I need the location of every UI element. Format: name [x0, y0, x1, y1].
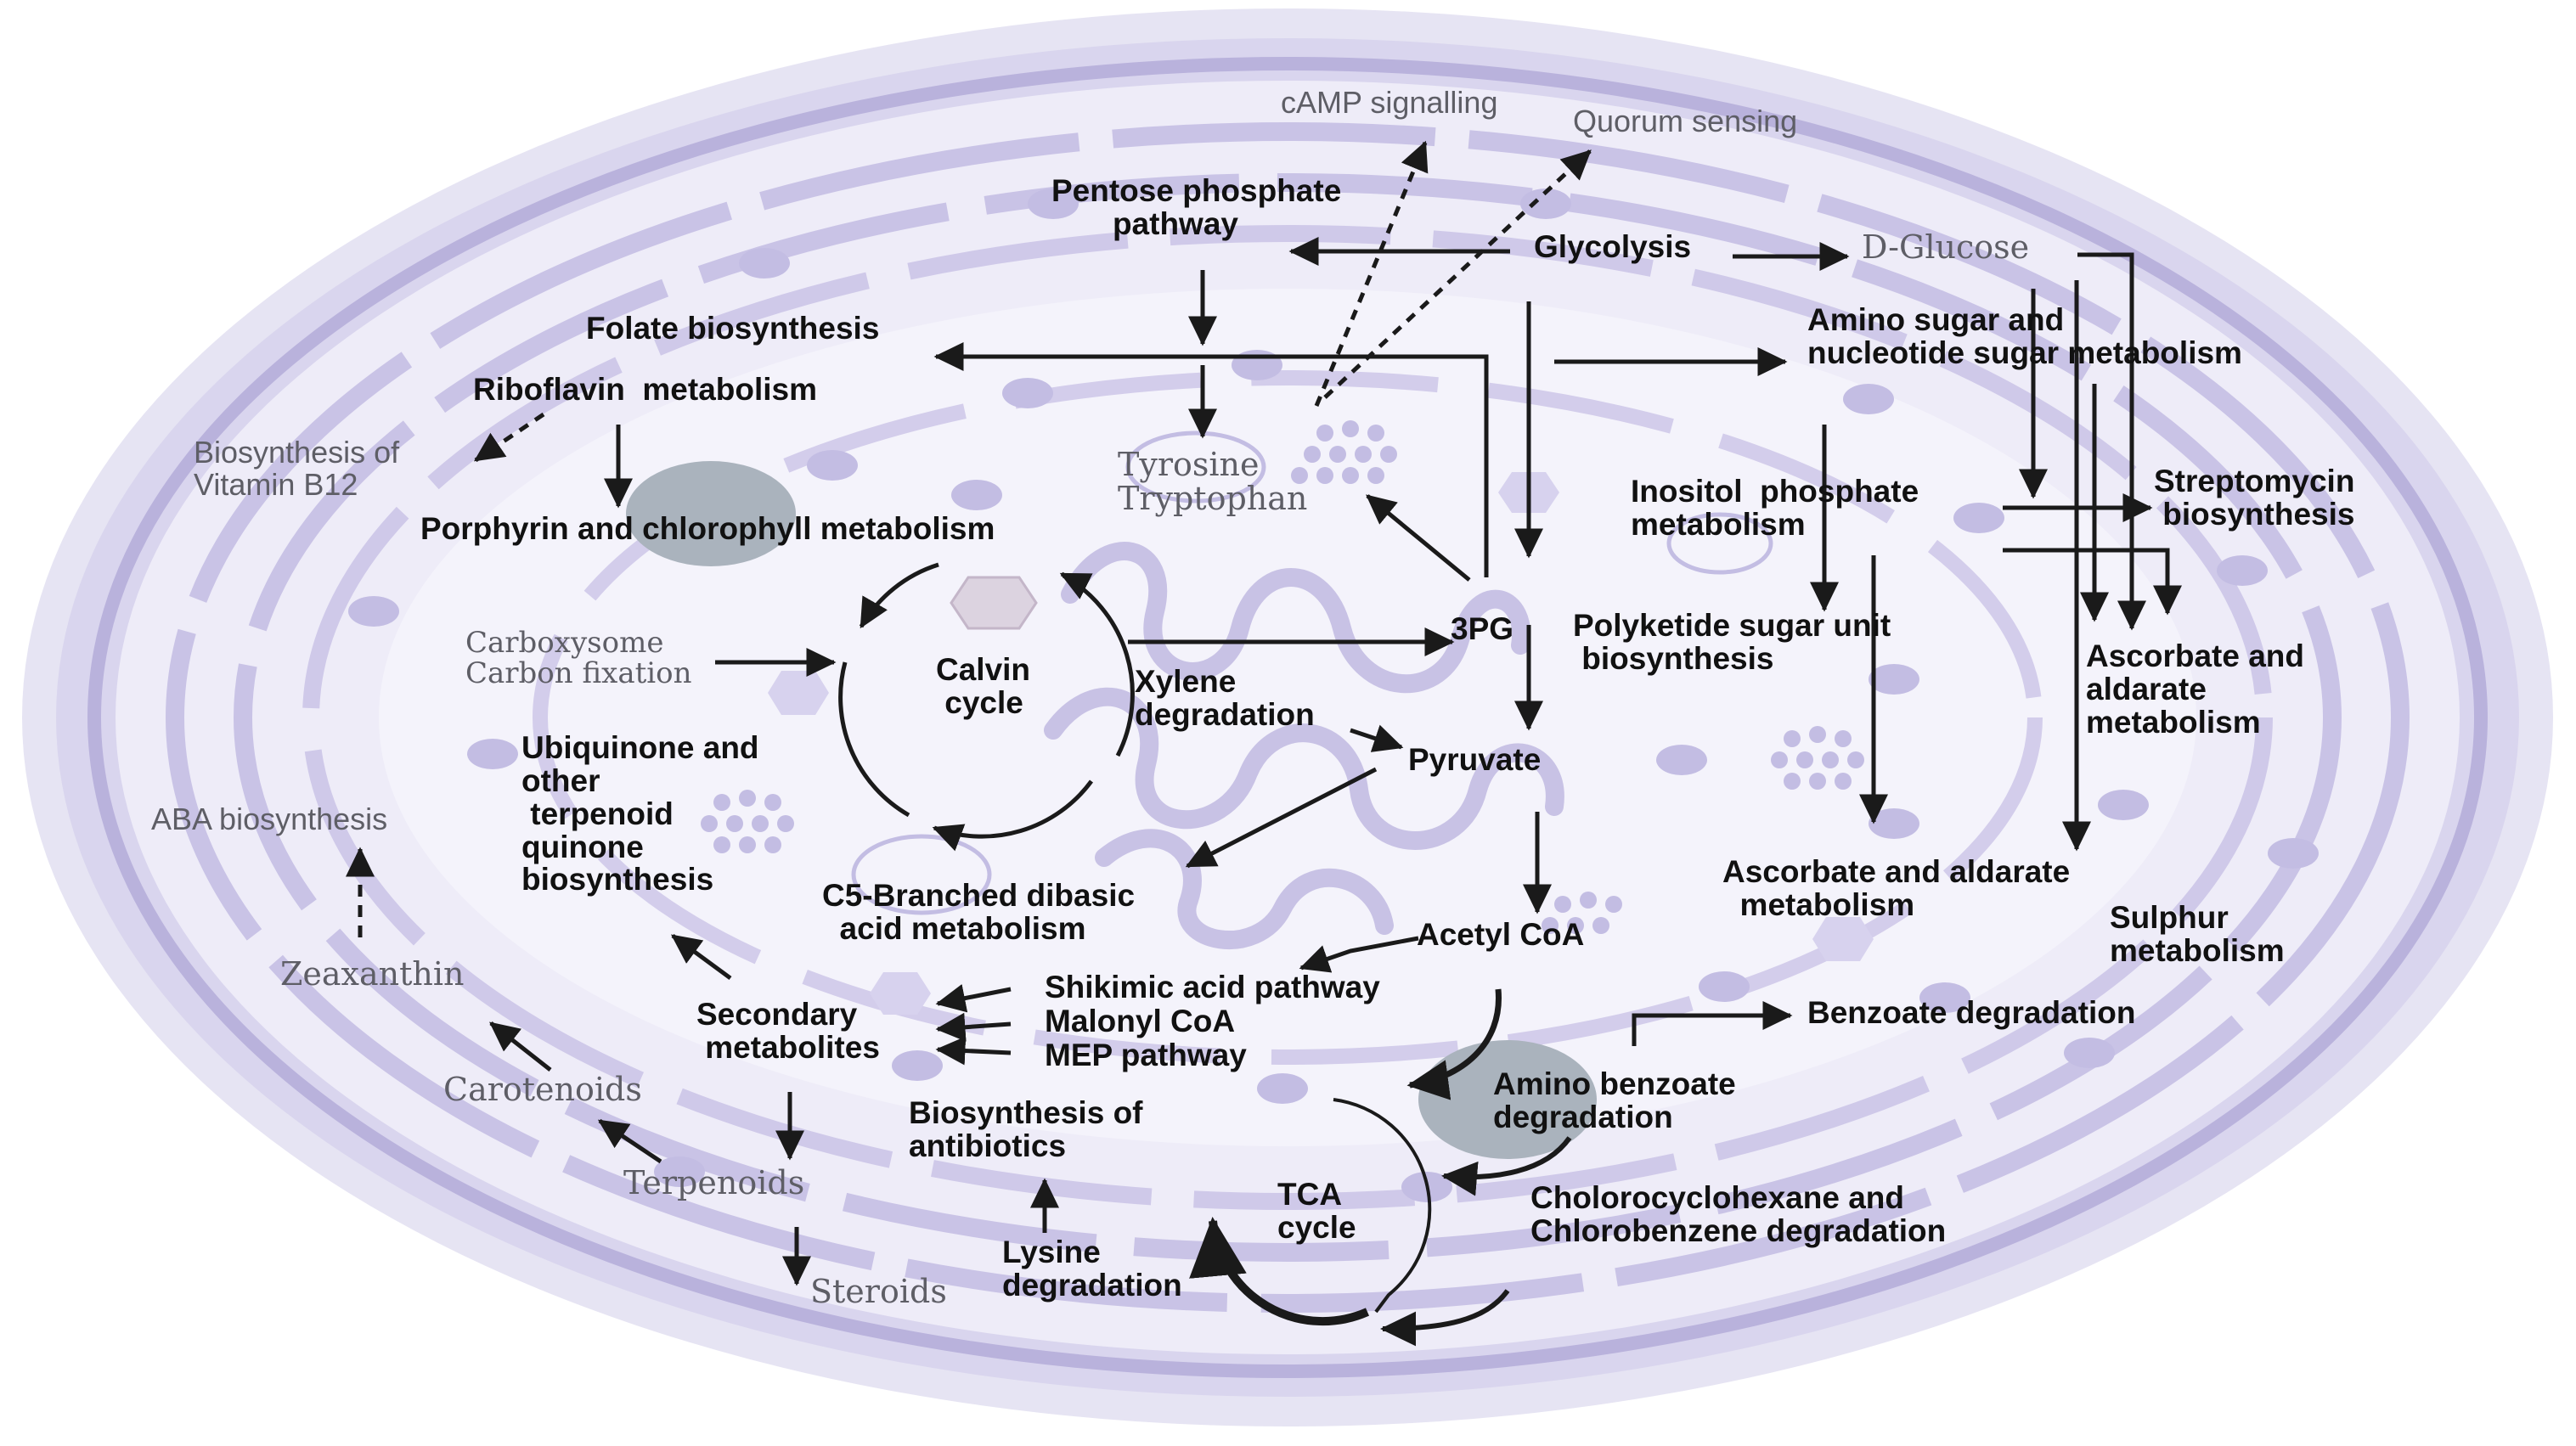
arrow-to-benzoate [1632, 1001, 1793, 1046]
label-camp-signalling: cAMP signalling [1281, 85, 1498, 120]
tca-cycle-arc [1189, 1217, 1370, 1326]
arrow-xylene-to-pyruvate [1350, 724, 1404, 752]
label-riboflavin-metabolism: Riboflavin metabolism [473, 372, 818, 407]
label-amino-sugar: Amino sugar and nucleotide sugar metabol… [1807, 302, 2242, 370]
label-aba-biosynthesis: ABA biosynthesis [151, 802, 388, 836]
vesicle [626, 461, 796, 566]
label-mep-pathway: MEP pathway [1045, 1038, 1247, 1072]
arrow-pyruvate-to-c5 [1185, 767, 1378, 869]
label-secondary-metabolites: Secondary metabolites [696, 997, 880, 1065]
label-folate-biosynthesis: Folate biosynthesis [586, 311, 880, 346]
vesicle [1666, 512, 1773, 575]
thylakoid-ring-2 [234, 173, 2342, 1262]
label-carboxysome: Carboxysome Carbon fixation [465, 626, 692, 690]
label-malonyl-coa: Malonyl CoA [1045, 1004, 1236, 1038]
tca-side-arrow [1406, 988, 1502, 1100]
arrow-shikimic-to-secondary [935, 984, 1012, 1013]
label-carotenoids: Carotenoids [443, 1071, 642, 1108]
arrow-mep-to-secondary [935, 1036, 1012, 1066]
tca-side-arrow [1380, 1289, 1510, 1347]
label-lysine-degradation: Lysine degradation [1002, 1235, 1182, 1303]
arrow-to-ascorbate-right [2003, 548, 2182, 616]
ribosome-cluster [701, 420, 1864, 934]
label-inositol-phosphate: Inositol phosphate metabolism [1631, 474, 1919, 542]
arrow-carotenoids-to-zeaxanthin [489, 1021, 552, 1072]
label-ascorbate-mid: Ascorbate and aldarate metabolism [1722, 854, 2071, 922]
label-glycolysis: Glycolysis [1534, 229, 1692, 264]
label-3pg: 3PG [1451, 611, 1514, 646]
label-streptomycin: Streptomycin biosynthesis [2154, 464, 2355, 532]
calvin-cycle-arc [1059, 571, 1093, 599]
label-pyruvate: Pyruvate [1408, 742, 1542, 777]
label-steroids: Steroids [810, 1273, 947, 1310]
label-tca-cycle: TCA cycle [1277, 1177, 1356, 1245]
thylakoid-ring-3 [302, 225, 2273, 1210]
label-acetyl-coa: Acetyl CoA [1417, 917, 1585, 952]
plastoglobule-dots [348, 188, 2319, 1202]
tca-cycle-arc [1333, 1098, 1432, 1314]
label-sulphur-metabolism: Sulphur metabolism [2110, 900, 2285, 968]
arrow-terpenoids-to-carotenoids [597, 1118, 662, 1164]
carboxysome-hexagon [950, 576, 1038, 630]
arrow-secondary-to-ubiquinone [670, 933, 732, 981]
carboxysome-hexagon [870, 972, 931, 1015]
arrow-malonyl-to-secondary [935, 1012, 1012, 1042]
label-pentose-phosphate-pathway: Pentose phosphate pathway [1051, 173, 1342, 241]
arrow-3pg-to-tyrosine [1366, 494, 1471, 582]
cell-membrane [87, 57, 2488, 1378]
label-c5-branched: C5-Branched dibasic acid metabolism [822, 878, 1136, 946]
calvin-cycle-arc [838, 661, 910, 818]
thylakoid-ring-1 [166, 122, 2410, 1313]
label-antibiotics: Biosynthesis of antibiotics [909, 1095, 1143, 1163]
stroma [379, 289, 2196, 1146]
label-terpenoids: Terpenoids [623, 1164, 805, 1201]
arrow-acetylcoa-to-shikimic [1299, 936, 1419, 973]
calvin-cycle-arc [859, 562, 939, 629]
label-benzoate-degradation: Benzoate degradation [1807, 995, 2136, 1030]
pathway-arrows [346, 140, 2182, 1286]
cycle-arcs [838, 562, 1572, 1347]
label-vitamin-b12: Biosynthesis of Vitamin B12 [194, 435, 400, 502]
carboxysome-hexagon [1812, 917, 1874, 961]
vesicle [1418, 1040, 1597, 1159]
vesicle [851, 834, 992, 915]
label-ascorbate-right: Ascorbate and aldarate metabolism [2086, 639, 2305, 740]
label-ubiquinone: Ubiquinone and other terpenoid quinone b… [521, 730, 759, 897]
label-polyketide: Polyketide sugar unit biosynthesis [1573, 608, 1891, 676]
label-tyrosine-tryptophan: Tyrosine Tryptophan [1118, 446, 1308, 517]
arrow-to-folate [933, 342, 1489, 577]
tca-side-arrow [1441, 1136, 1572, 1196]
dna-nucleoid [1044, 542, 1564, 949]
label-chlorocyclohexane: Cholorocyclohexane and Chlorobenzene deg… [1530, 1180, 1947, 1248]
organelles [348, 188, 2319, 1202]
calvin-cycle-arc [932, 779, 1094, 852]
label-porphyrin-chlorophyll: Porphyrin and chlorophyll metabolism [420, 511, 995, 546]
thylakoid-ring-4 [533, 370, 2043, 1065]
label-calvin-cycle: Calvin cycle [936, 652, 1031, 720]
label-d-glucose: D-Glucose [1862, 228, 2030, 266]
carboxysome-hexagon [768, 671, 829, 715]
label-shikimic-acid: Shikimic acid pathway [1045, 970, 1380, 1004]
arrow-to-camp [1314, 140, 1429, 407]
arrow-riboflavin-to-vitb12 [473, 412, 545, 463]
label-zeaxanthin: Zeaxanthin [280, 955, 465, 993]
arrow-to-quorum [1323, 149, 1592, 399]
label-quorum-sensing: Quorum sensing [1573, 104, 1798, 138]
label-amino-benzoate: Amino benzoate degradation [1493, 1066, 1736, 1134]
label-xylene-degradation: Xylene degradation [1135, 664, 1315, 732]
